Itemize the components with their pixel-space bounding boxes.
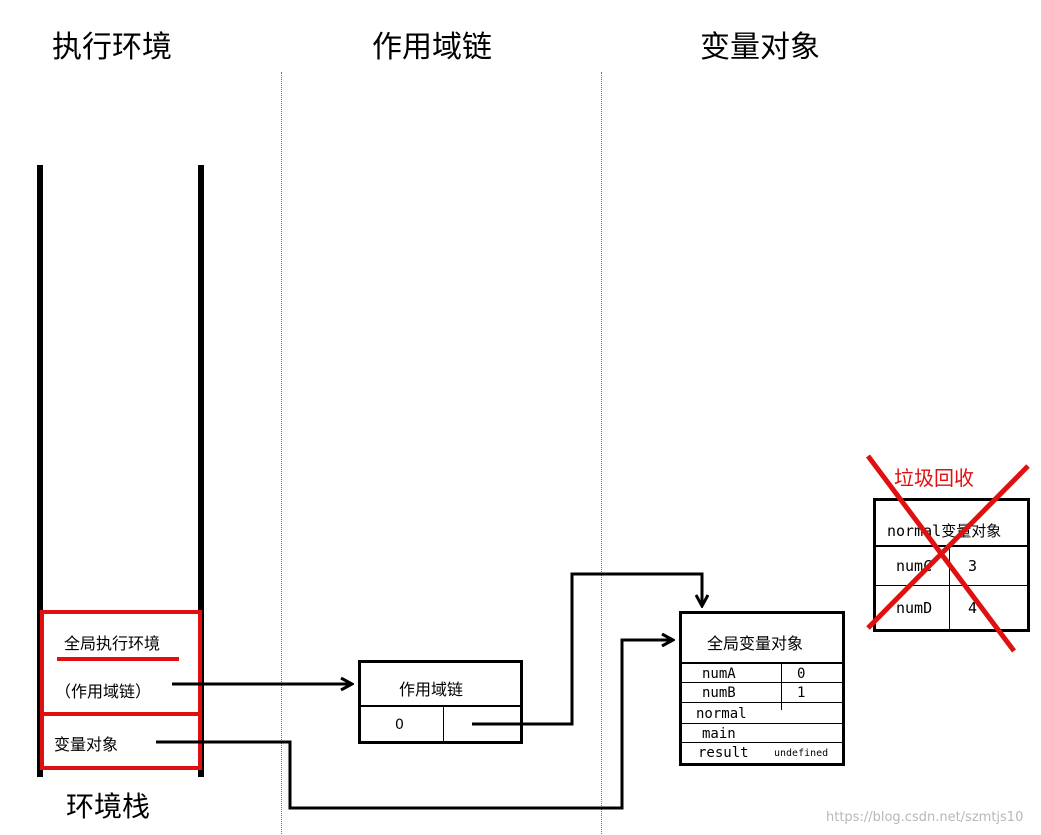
- var-name-numD: numD: [896, 599, 933, 617]
- global-variable-object-box: 全局变量对象 numA 0 numB 1 normal main result …: [679, 611, 845, 766]
- gc-cross-stroke: [866, 464, 1030, 630]
- normal-vo-column-divider: [949, 545, 950, 629]
- var-name-result: result: [698, 745, 749, 761]
- column-divider: [601, 72, 602, 834]
- var-value-numA: 0: [797, 666, 806, 682]
- var-name-numA: numA: [702, 666, 736, 682]
- row-divider: [682, 742, 842, 743]
- column-divider: [281, 72, 282, 834]
- var-value-numC: 3: [968, 557, 978, 575]
- scope-chain-box-title: 作用域链: [399, 680, 464, 699]
- variable-object-ref-label: 变量对象: [54, 735, 119, 754]
- scope-chain-cell-divider: [443, 705, 444, 741]
- row-divider: [682, 682, 842, 683]
- var-value-numD: 4: [968, 599, 978, 617]
- watermark: https://blog.csdn.net/szmtjs10: [826, 810, 1024, 825]
- stack-right-wall: [198, 165, 204, 777]
- var-value-numB: 1: [797, 685, 806, 701]
- scope-chain-box: 作用域链 0: [358, 660, 523, 744]
- var-name-main: main: [702, 726, 736, 742]
- var-name-normal: normal: [696, 706, 747, 722]
- global-vo-separator: [682, 662, 842, 664]
- environment-stack-label: 环境栈: [66, 790, 151, 823]
- global-context-underline: [57, 657, 179, 661]
- row-divider: [876, 585, 1027, 586]
- global-vo-column-divider: [781, 664, 782, 710]
- column-title-execution-context: 执行环境: [52, 30, 172, 65]
- column-title-variable-object: 变量对象: [700, 30, 820, 65]
- var-name-numB: numB: [702, 685, 736, 701]
- row-divider: [682, 723, 842, 724]
- scope-chain-index: 0: [395, 717, 404, 733]
- arrow-variable-object-to-global-vo: [156, 640, 673, 810]
- row-divider: [682, 702, 842, 703]
- column-title-scope-chain: 作用域链: [372, 30, 492, 65]
- var-value-result: undefined: [774, 748, 829, 759]
- scope-chain-ref-label: （作用域链）: [55, 682, 152, 701]
- normal-variable-object-box: normal变量对象 numC 3 numD 4: [873, 498, 1030, 632]
- scope-chain-separator: [361, 705, 520, 707]
- stack-left-wall: [37, 165, 43, 777]
- global-context-label: 全局执行环境: [64, 634, 161, 653]
- global-vo-title: 全局变量对象: [707, 634, 804, 653]
- arrow-scope-chain-to-global-vo: [472, 572, 702, 726]
- garbage-collection-label: 垃圾回收: [894, 466, 974, 490]
